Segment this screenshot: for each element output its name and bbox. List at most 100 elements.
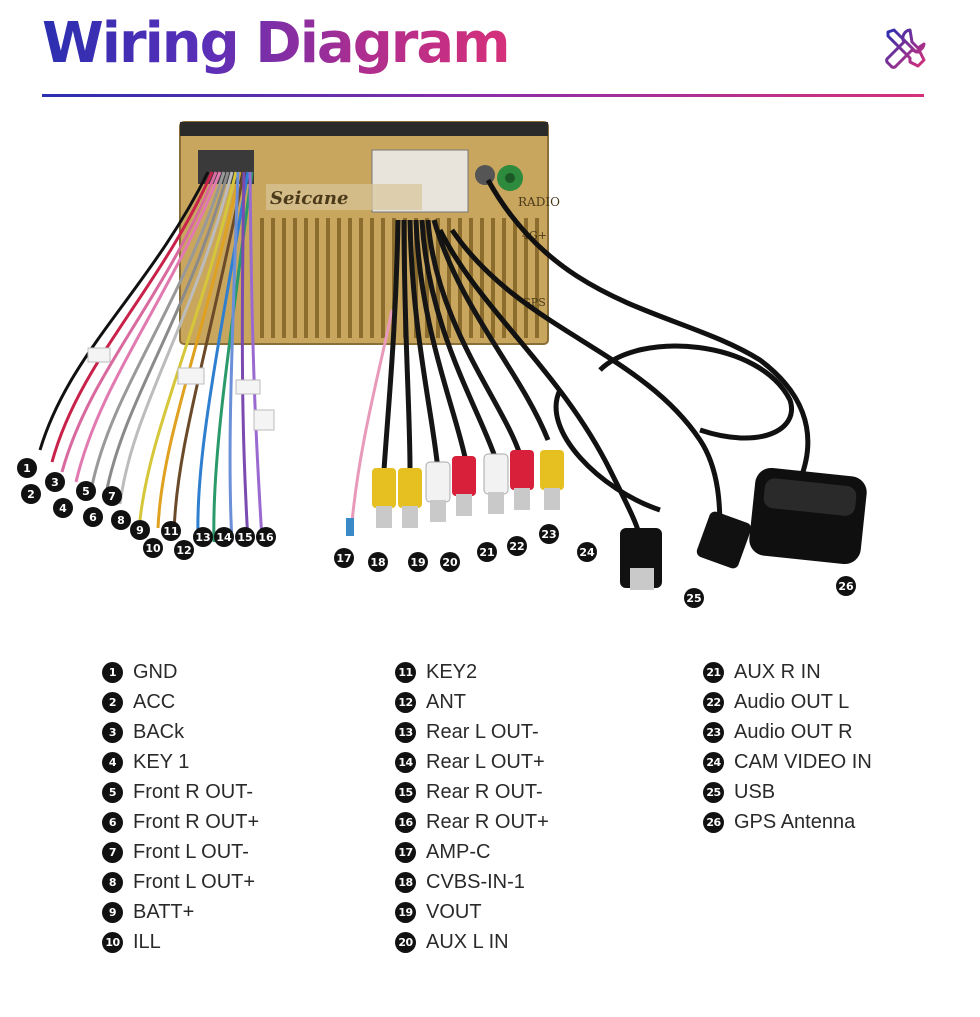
usb-plugs [620, 511, 752, 590]
callout-number: 4 [59, 502, 67, 515]
callout-badge-6: 6 [83, 507, 103, 527]
callout-badge-25: 25 [684, 588, 704, 608]
callout-badge-18: 18 [368, 552, 388, 572]
callout-number: 21 [479, 546, 494, 559]
legend-label: ILL [133, 930, 161, 953]
power-speaker-harness [38, 171, 264, 543]
legend-item: 8 Front L OUT+ [102, 867, 259, 897]
number-badge: 10 [102, 931, 123, 953]
callout-number: 12 [176, 544, 191, 557]
callout-number: 9 [136, 524, 144, 537]
callout-number: 23 [541, 528, 556, 541]
number-badge: 21 [703, 661, 724, 683]
callout-badge-15: 15 [235, 527, 255, 547]
number-badge: 15 [395, 781, 416, 803]
number-badge: 22 [703, 691, 724, 713]
callout-badge-16: 16 [256, 527, 276, 547]
number-badge: 7 [102, 841, 123, 863]
number-badge: 6 [102, 811, 123, 833]
legend-label: AUX R IN [734, 660, 821, 683]
legend-label: CVBS-IN-1 [426, 870, 525, 893]
callout-number: 11 [163, 525, 178, 538]
callout-badge-13: 13 [193, 527, 213, 547]
number-badge: 26 [703, 811, 724, 833]
callout-number: 16 [258, 531, 274, 544]
legend-item: 7 Front L OUT- [102, 837, 259, 867]
callout-number: 13 [195, 531, 210, 544]
legend-item: 21 AUX R IN [703, 657, 872, 687]
number-badge: 24 [703, 751, 724, 773]
callout-number: 6 [89, 511, 97, 524]
tools-icon [885, 28, 926, 69]
callout-badge-20: 20 [440, 552, 460, 572]
rca-bundle [381, 219, 551, 471]
callout-badge-3: 3 [45, 472, 65, 492]
number-badge: 16 [395, 811, 416, 833]
callout-number: 18 [370, 556, 385, 569]
legend-label: Rear L OUT+ [426, 750, 545, 773]
callout-number: 24 [579, 546, 595, 559]
callout-badge-12: 12 [174, 540, 194, 560]
legend-item: 15 Rear R OUT- [395, 777, 549, 807]
legend-item: 14 Rear L OUT+ [395, 747, 549, 777]
callout-badge-24: 24 [577, 542, 597, 562]
callout-number: 20 [442, 556, 458, 569]
legend-item: 22 Audio OUT L [703, 687, 872, 717]
callout-number: 3 [51, 476, 59, 489]
legend-label: BATT+ [133, 900, 195, 923]
callout-badge-10: 10 [143, 538, 163, 558]
legend-item: 20 AUX L IN [395, 927, 549, 957]
number-badge: 14 [395, 751, 416, 773]
head-unit [179, 121, 549, 345]
number-badge: 1 [102, 661, 123, 683]
number-badge: 5 [102, 781, 123, 803]
legend-label: AUX L IN [426, 930, 509, 953]
callout-badge-17: 17 [334, 548, 354, 568]
number-badge: 11 [395, 661, 416, 683]
callout-number: 10 [145, 542, 161, 555]
legend-label: Rear R OUT- [426, 780, 543, 803]
number-badge: 4 [102, 751, 123, 773]
callout-badge-21: 21 [477, 542, 497, 562]
legend-label: ACC [133, 690, 176, 713]
callout-number: 15 [237, 531, 252, 544]
legend-label: ANT [426, 690, 466, 713]
radio-port-label: RADIO [518, 195, 560, 209]
number-badge: 8 [102, 871, 123, 893]
callout-number: 2 [27, 488, 35, 501]
number-badge: 20 [395, 931, 416, 953]
callout-badge-4: 4 [53, 498, 73, 518]
callout-badge-1: 1 [17, 458, 37, 478]
rca-plugs [372, 450, 564, 528]
callout-badge-22: 22 [507, 536, 527, 556]
legend-label: Audio OUT L [734, 690, 850, 713]
legend-label: GPS Antenna [734, 810, 856, 833]
usb-gps-cables [437, 178, 811, 541]
callout-badge-26: 26 [836, 576, 856, 596]
brand-label: Seicane [270, 188, 348, 209]
title-divider [42, 94, 924, 97]
legend-label: Front L OUT- [133, 840, 249, 863]
callout-badge-8: 8 [111, 510, 131, 530]
callout-badge-7: 7 [102, 486, 122, 506]
legend-label: GND [133, 660, 178, 683]
legend-item: 4 KEY 1 [102, 747, 259, 777]
legend-label: Front L OUT+ [133, 870, 256, 893]
number-badge: 3 [102, 721, 123, 743]
callout-badge-5: 5 [76, 481, 96, 501]
callout-number: 25 [686, 592, 701, 605]
callout-number: 8 [117, 514, 125, 527]
legend-label: KEY 1 [133, 750, 190, 773]
